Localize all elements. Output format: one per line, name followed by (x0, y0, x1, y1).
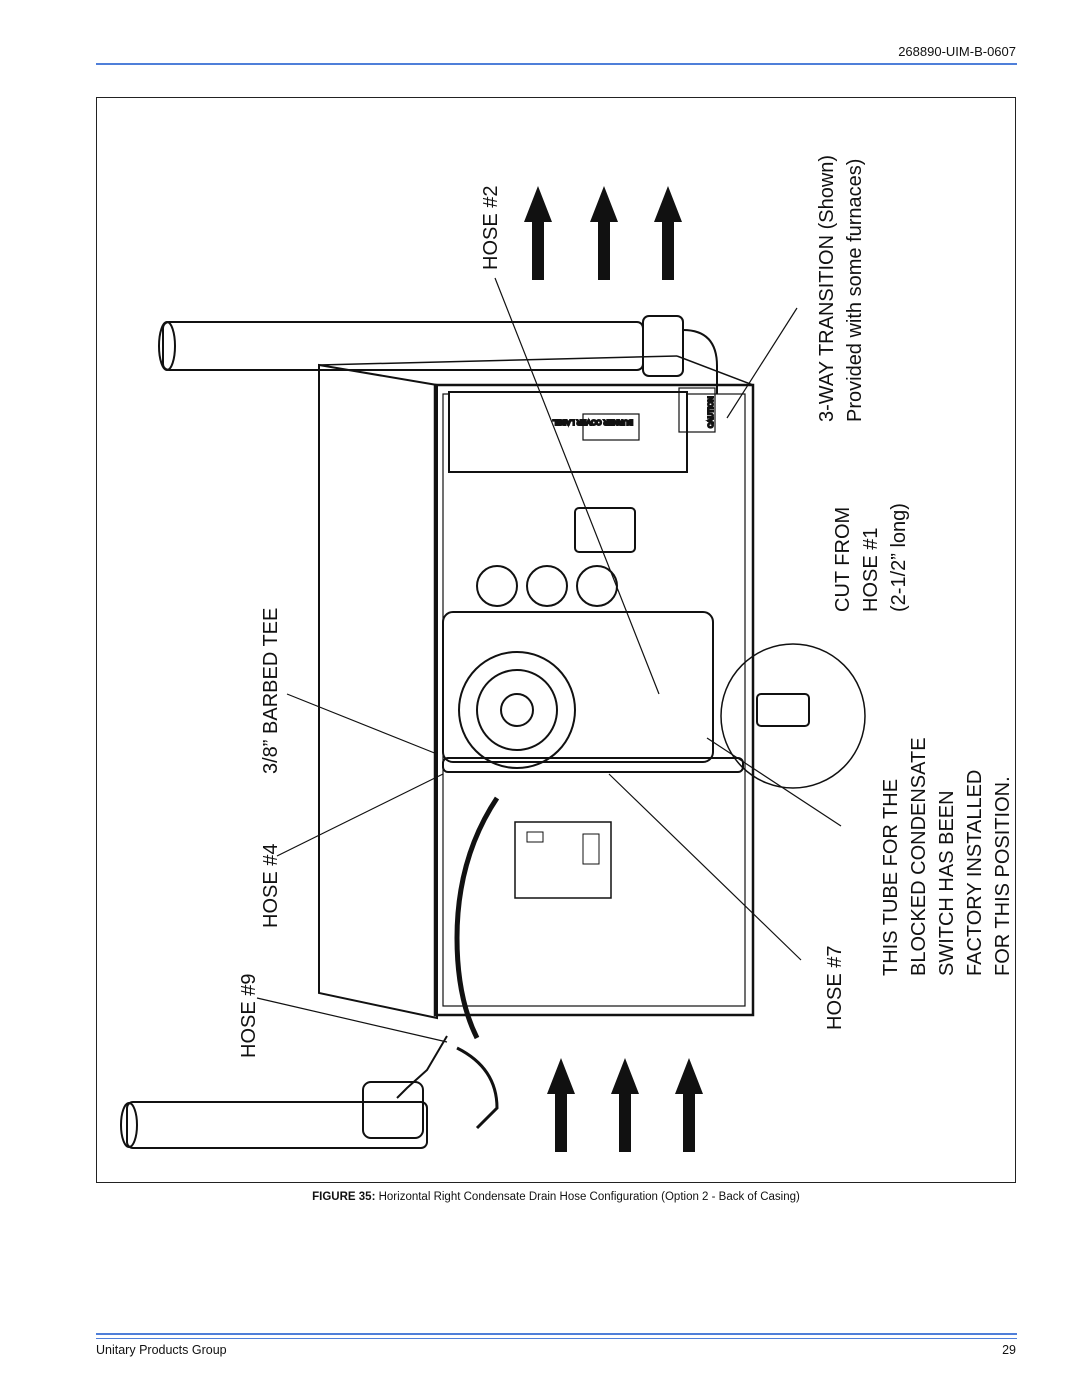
label-cut-line2: HOSE #1 (860, 528, 882, 612)
pressure-switch-1 (476, 565, 518, 607)
caution-label: CAUTION (708, 397, 715, 429)
furnace-diagram: BURNER COVER LABEL CAUTION (120, 155, 1014, 1152)
label-cut-line1: CUT FROM (832, 507, 854, 612)
footer-rule-thin (96, 1338, 1017, 1339)
control-board (514, 821, 612, 899)
airflow-arrows-top (524, 186, 682, 280)
label-tube-line3: SWITCH HAS BEEN (936, 790, 958, 976)
leader-lines (256, 277, 842, 1043)
burner-cover-label: BURNER COVER LABEL (553, 418, 633, 425)
label-hose-4: HOSE #4 (260, 844, 282, 928)
bottom-drain-pipe (126, 1101, 428, 1149)
airflow-arrows-bottom (547, 1058, 703, 1152)
collector-box (442, 611, 714, 763)
cabinet-inner-frame (442, 393, 746, 1007)
document-id: 268890-UIM-B-0607 (898, 44, 1016, 59)
condensate-hose (454, 796, 500, 1040)
figure-frame: BURNER COVER LABEL CAUTION (96, 97, 1016, 1183)
label-barbed-tee: 3/8” BARBED TEE (260, 608, 282, 774)
side-fitting (756, 693, 810, 727)
gas-valve (574, 507, 636, 553)
caption-text: Horizontal Right Condensate Drain Hose C… (378, 1191, 800, 1203)
caution-label-plate (678, 387, 716, 433)
label-tube-line1: THIS TUBE FOR THE (880, 779, 902, 976)
pressure-switch-2 (526, 565, 568, 607)
label-transition-line1: 3-WAY TRANSITION (Shown) (816, 155, 838, 422)
footer-rule (96, 1333, 1017, 1335)
cabinet-front-frame (433, 383, 755, 1017)
label-tube-line2: BLOCKED CONDENSATE (908, 737, 930, 976)
label-cut-line3: (2-1/2” long) (888, 503, 910, 612)
footer-company: Unitary Products Group (96, 1343, 227, 1357)
label-transition-line2: Provided with some furnaces) (844, 159, 866, 422)
figure-caption: FIGURE 35: Horizontal Right Condensate D… (96, 1191, 1016, 1203)
label-tube-line5: FOR THIS POSITION. (992, 776, 1014, 976)
caption-prefix: FIGURE 35: (312, 1191, 376, 1203)
burner-box (448, 391, 688, 473)
horizontal-drain-tube (442, 757, 744, 773)
inducer-motor (458, 651, 576, 769)
label-hose-2: HOSE #2 (480, 186, 502, 270)
cabinet-side-panel (318, 363, 438, 1020)
page-number: 29 (1002, 1343, 1016, 1357)
label-hose-7: HOSE #7 (824, 946, 846, 1030)
label-tube-line4: FACTORY INSTALLED (964, 770, 986, 976)
header-rule (96, 63, 1017, 65)
detail-circle (720, 643, 866, 789)
burner-cover-label-plate (582, 413, 640, 441)
drain-trap-y (396, 1035, 448, 1099)
label-hose-9: HOSE #9 (238, 974, 260, 1058)
